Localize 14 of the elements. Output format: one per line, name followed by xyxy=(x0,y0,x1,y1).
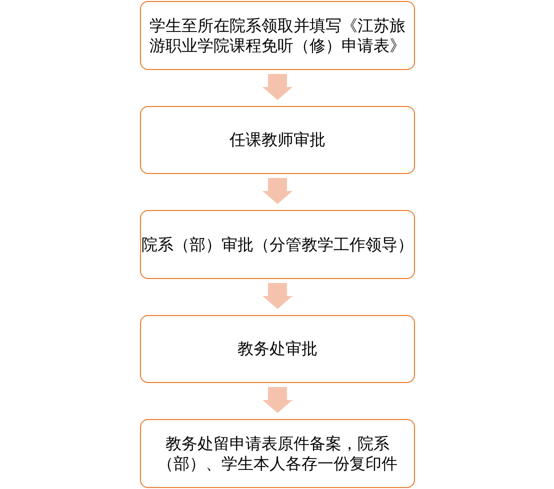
process-box xyxy=(140,419,415,488)
step-text: 教务处审批 xyxy=(236,339,318,359)
arrow xyxy=(262,283,292,309)
step-text: 院系（部）审批（分管教学工作领导） xyxy=(141,234,414,254)
step-text: 任课教师审批 xyxy=(228,130,326,150)
process-box xyxy=(140,1,415,70)
arrow xyxy=(262,387,292,413)
step-text: 学生至所在院系领取并填写《江苏旅游职业学院课程免听（修）申请表》 xyxy=(148,16,406,56)
arrow xyxy=(262,178,292,204)
arrow xyxy=(262,74,292,100)
step-text: 教务处留申请表原件备案，院系（部）、学生本人各存一份复印件 xyxy=(156,434,398,474)
process-box xyxy=(140,315,415,383)
process-box xyxy=(140,106,415,174)
process-box xyxy=(140,210,415,279)
